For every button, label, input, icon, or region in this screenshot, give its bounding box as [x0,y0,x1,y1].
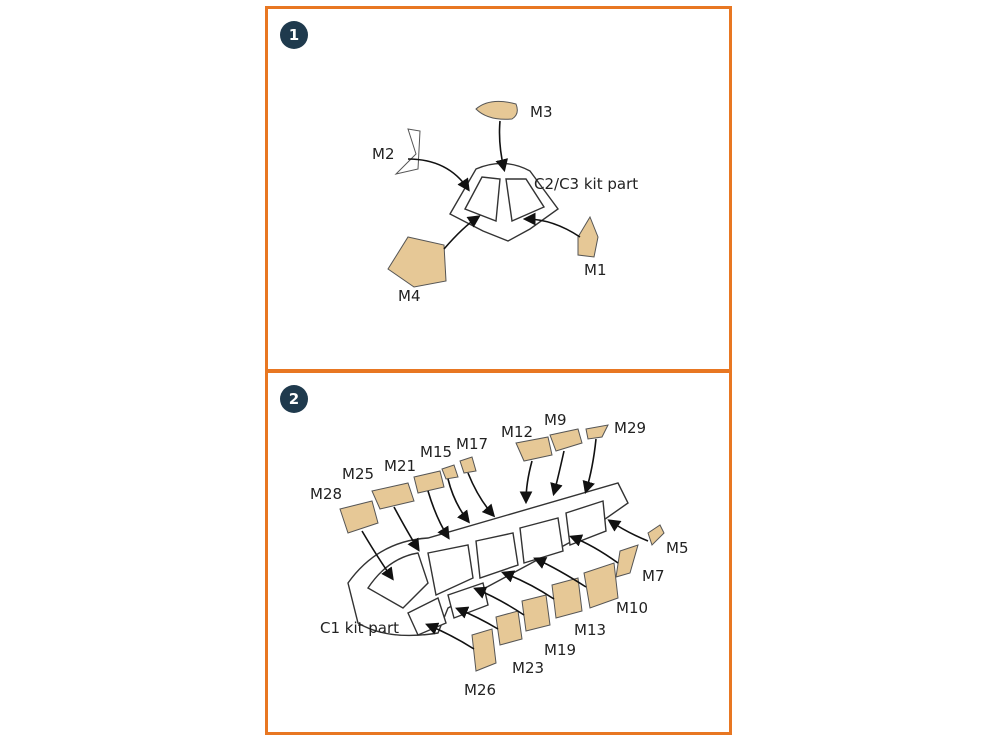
mask-m9 [549,428,583,452]
label-m29: M29 [614,419,646,437]
label-m19: M19 [544,641,576,659]
mask-m4 [387,236,447,288]
mask-m1 [577,215,599,258]
label-m7: M7 [642,567,665,585]
mask-m29 [585,424,609,440]
label-m10: M10 [616,599,648,617]
mask-m3 [475,100,518,120]
mask-m26 [471,628,497,672]
mask-m23 [495,610,523,646]
label-m25: M25 [342,465,374,483]
label-m1: M1 [584,261,607,279]
step-1-diagram: M3 M2 M1 M4 C2/C3 kit part [372,100,638,305]
label-m9: M9 [544,411,567,429]
mask-m25 [371,482,415,510]
step-1-panel: 1 M3 M2 M1 M4 C2/C3 kit part [265,6,732,372]
label-m12: M12 [501,423,533,441]
mask-m17 [459,456,477,474]
step-2-badge: 2 [280,385,308,413]
label-c1: C1 kit part [320,619,399,637]
label-m15: M15 [420,443,452,461]
mask-m2 [394,128,421,175]
mask-m15 [441,464,459,480]
label-m4: M4 [398,287,421,305]
mask-m19 [521,594,551,632]
label-m17: M17 [456,435,488,453]
step-2-panel: 2 [265,370,732,735]
label-m5: M5 [666,539,689,557]
step-1-badge: 1 [280,21,308,49]
mask-m5 [647,524,665,546]
mask-m28 [339,500,379,534]
label-m23: M23 [512,659,544,677]
mask-m12 [515,436,553,462]
label-m3: M3 [530,103,553,121]
mask-m21 [413,470,445,494]
label-m28: M28 [310,485,342,503]
label-m13: M13 [574,621,606,639]
label-c2-c3: C2/C3 kit part [534,175,638,193]
mask-m13 [551,577,583,619]
mask-m7 [615,544,639,578]
mask-m10 [583,562,619,609]
label-m2: M2 [372,145,395,163]
step-2-diagram: M12 M9 M29 M15 M17 M25 M21 M28 M5 M7 M10… [310,411,689,699]
label-m26: M26 [464,681,496,699]
label-m21: M21 [384,457,416,475]
